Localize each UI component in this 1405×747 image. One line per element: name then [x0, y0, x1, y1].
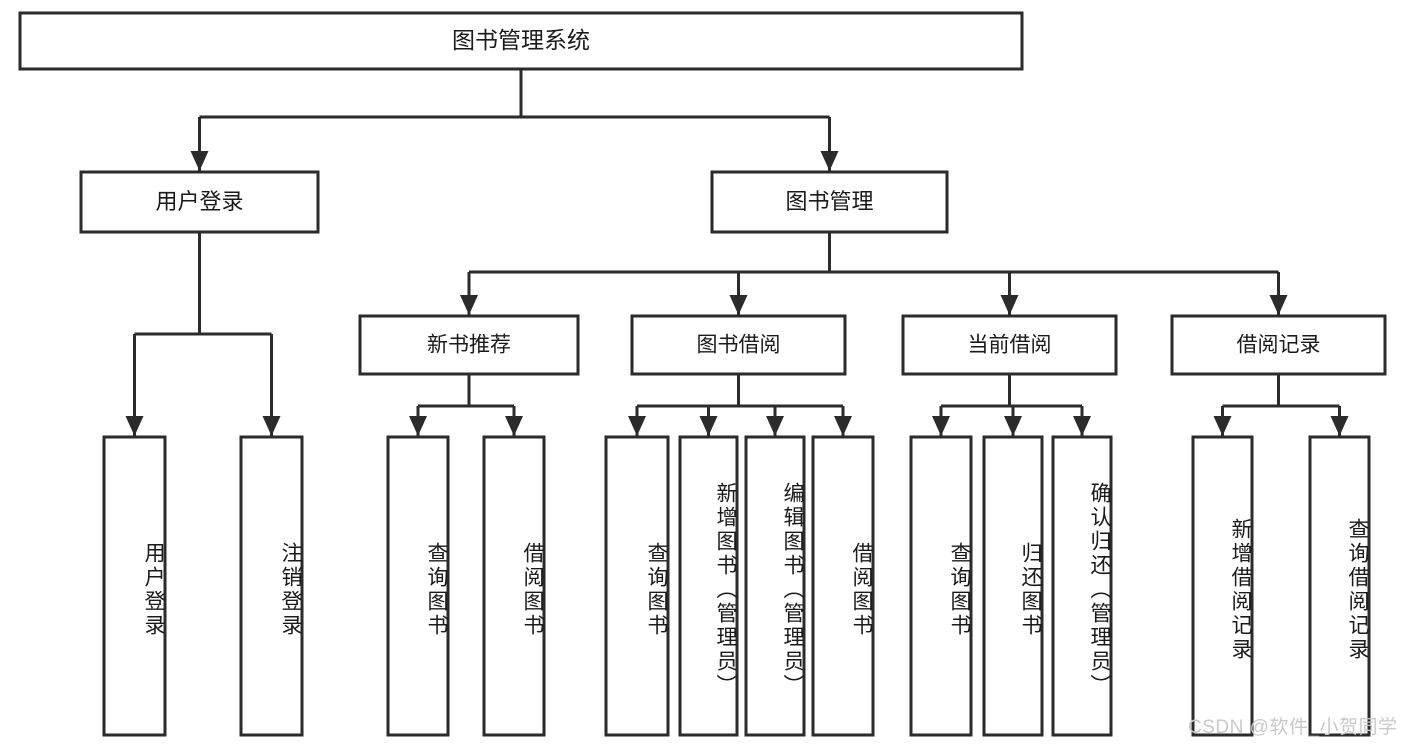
userlogin-arrow-1 — [262, 416, 281, 436]
bookmgmt-arrow-1 — [729, 295, 748, 315]
node-root-label: 图书管理系统 — [452, 27, 590, 53]
node-level2-2 — [901, 314, 1118, 376]
node-level2-1-label: 图书借阅 — [697, 334, 781, 357]
node-level2-0-label: 新书推荐 — [427, 334, 511, 357]
userlogin-arrow-0 — [125, 416, 144, 436]
node-leaf-11 — [1191, 435, 1254, 737]
node-leaf-4 — [604, 435, 670, 737]
node-leaf-8 — [909, 435, 973, 737]
newbook-arrow-1 — [505, 416, 523, 436]
node-level2-0 — [358, 314, 580, 376]
node-level2-3 — [1170, 314, 1387, 376]
root-arrow-1 — [820, 151, 839, 171]
borrow-arrow-2 — [766, 416, 784, 436]
node-level1-0 — [79, 170, 320, 234]
node-leaf-3 — [482, 435, 546, 737]
node-level1-1-label: 图书管理 — [785, 189, 873, 214]
node-level2-3-label: 借阅记录 — [1237, 334, 1321, 357]
node-leaf-7 — [811, 435, 875, 737]
node-leaf-5 — [678, 435, 739, 737]
current-arrow-0 — [932, 416, 950, 436]
node-leaf-10 — [1051, 435, 1113, 737]
root-arrow-0 — [190, 151, 209, 171]
record-arrow-0 — [1213, 416, 1232, 436]
newbook-arrow-0 — [409, 416, 427, 436]
node-level1-0-label: 用户登录 — [155, 189, 243, 214]
node-level2-2-label: 当前借阅 — [968, 334, 1052, 357]
current-arrow-1 — [1004, 416, 1022, 436]
bookmgmt-arrow-2 — [1000, 295, 1019, 315]
bookmgmt-arrow-3 — [1269, 295, 1288, 315]
connector-layer — [125, 69, 1349, 436]
watermark-text: CSDN @软件_小贺同学 — [1188, 717, 1398, 738]
bookmgmt-arrow-0 — [460, 295, 478, 315]
record-arrow-1 — [1330, 416, 1349, 436]
borrow-arrow-3 — [834, 416, 852, 436]
node-leaf-2 — [386, 435, 450, 737]
node-leaf-6 — [744, 435, 806, 737]
current-arrow-2 — [1073, 416, 1091, 436]
node-leaf-9 — [982, 435, 1044, 737]
node-leaf-1 — [239, 435, 304, 737]
borrow-arrow-0 — [628, 416, 646, 436]
box-layer — [18, 11, 1387, 737]
node-level1-1 — [710, 170, 949, 234]
node-leaf-0 — [102, 435, 167, 737]
node-leaf-12 — [1308, 435, 1371, 737]
node-level2-1 — [630, 314, 847, 376]
node-root — [18, 11, 1024, 71]
borrow-arrow-1 — [699, 416, 718, 436]
